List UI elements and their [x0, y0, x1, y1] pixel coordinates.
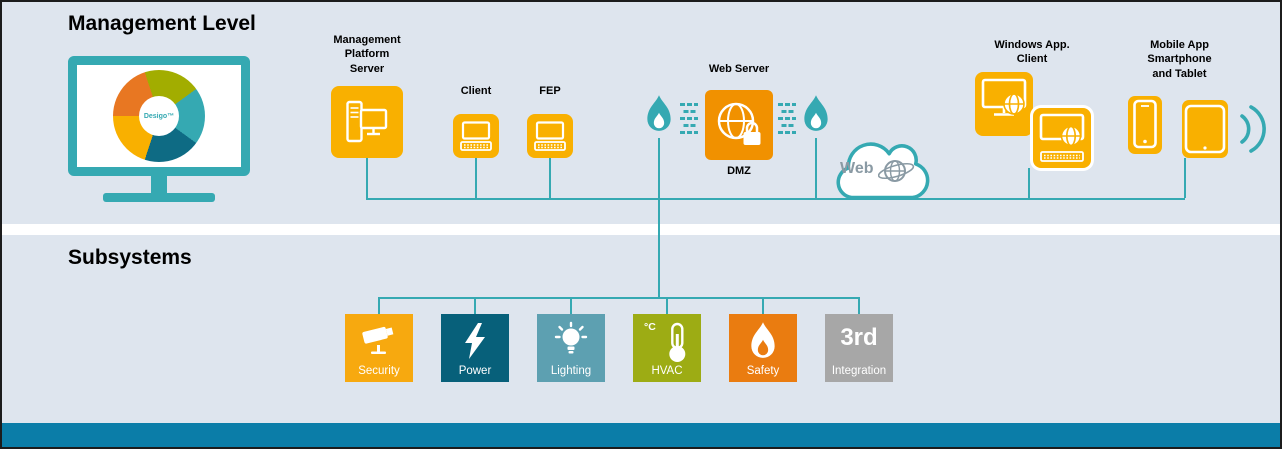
web-server-label: Web Server [708, 63, 770, 75]
management-platform-server-device [331, 86, 403, 158]
client-device [453, 114, 499, 158]
subsystem-label: Lighting [550, 365, 592, 377]
desigo-monitor: Desigo™ [68, 56, 250, 176]
desigo-wheel-label: Desigo™ [143, 112, 175, 120]
globe-lock-icon [717, 102, 761, 145]
subsystem-label: HVAC [651, 365, 683, 377]
subsystem-tile-safety: Safety [729, 314, 797, 382]
cloud-label: Web [840, 160, 874, 177]
connector-fep-stub [549, 158, 551, 198]
subsystem-tile-hvac: °C HVAC [633, 314, 701, 382]
subsystems-heading: Subsystems [68, 246, 192, 269]
third-party-text: 3rd [840, 324, 878, 351]
smartphone-device [1128, 96, 1162, 154]
subsystem-label: Safety [746, 365, 780, 377]
subsystem-label: Power [458, 365, 492, 377]
tablet-icon [1184, 104, 1226, 154]
firewall-flame-icon [642, 94, 676, 138]
tablet-device [1182, 100, 1228, 158]
subsystem-label: Security [358, 365, 400, 377]
workstation-icon [534, 121, 566, 151]
connector-mps-stub [366, 158, 368, 198]
firewall-flame-icon [799, 94, 833, 138]
footer-bar [2, 423, 1280, 447]
connector-windows-stub [1028, 168, 1030, 198]
monitor-globe-icon [981, 78, 1027, 116]
mobile-label: Mobile App Smartphone and Tablet [1147, 39, 1212, 80]
subsystem-tile-lighting: Lighting [537, 314, 605, 382]
lighting-bulb-icon [554, 321, 588, 354]
power-bolt-icon [465, 323, 485, 359]
fep-device [527, 114, 573, 158]
dmz-label: DMZ [727, 165, 751, 177]
desigo-wheel-hub: Desigo™ [139, 96, 179, 136]
windows-client-label: Windows App. Client [994, 39, 1070, 66]
subsystem-tile-security: Security [345, 314, 413, 382]
monitor-stand [151, 176, 167, 193]
desigo-wheel: Desigo™ [113, 70, 205, 162]
connector-firewall-stub [815, 138, 817, 198]
celsius-text: °C [644, 321, 656, 333]
connector-safety-stub [762, 297, 764, 314]
monitor-globe-keyboard-icon [1039, 113, 1085, 162]
security-camera-icon [362, 326, 394, 354]
connector-security-stub [378, 297, 380, 314]
safety-flame-icon [751, 322, 775, 358]
client-label: Client [460, 85, 492, 97]
subsystem-tile-integration: 3rd Integration [825, 314, 893, 382]
fep-label: FEP [539, 85, 561, 97]
mps-label: Management Platform Server [333, 34, 401, 75]
windows-client-device-front [1033, 108, 1091, 168]
windows-client-device-back [975, 72, 1033, 136]
connector-subsystems-bus [378, 297, 860, 299]
connector-client-stub [475, 158, 477, 198]
monitor-base [103, 193, 215, 202]
management-level-heading: Management Level [68, 12, 256, 35]
server-monitor-icon [346, 100, 388, 143]
connector-management-bus [366, 198, 1185, 200]
globe-orbit-icon [877, 156, 918, 186]
subsystem-tile-power: Power [441, 314, 509, 382]
connector-mobile-stub [1184, 158, 1186, 198]
firewall-wall-pattern [679, 102, 699, 140]
connector-power-stub [474, 297, 476, 314]
subsystem-label: Integration [831, 365, 887, 377]
connector-integration-stub [858, 297, 860, 314]
wifi-signal-icon [1236, 98, 1266, 160]
hvac-thermometer-icon [669, 322, 686, 362]
firewall-wall-pattern [777, 102, 797, 140]
connector-hvac-stub [666, 297, 668, 314]
connector-main-vertical [658, 138, 660, 298]
smartphone-icon [1133, 99, 1157, 149]
connector-lighting-stub [570, 297, 572, 314]
web-server-device [705, 90, 773, 160]
workstation-icon [460, 121, 492, 151]
